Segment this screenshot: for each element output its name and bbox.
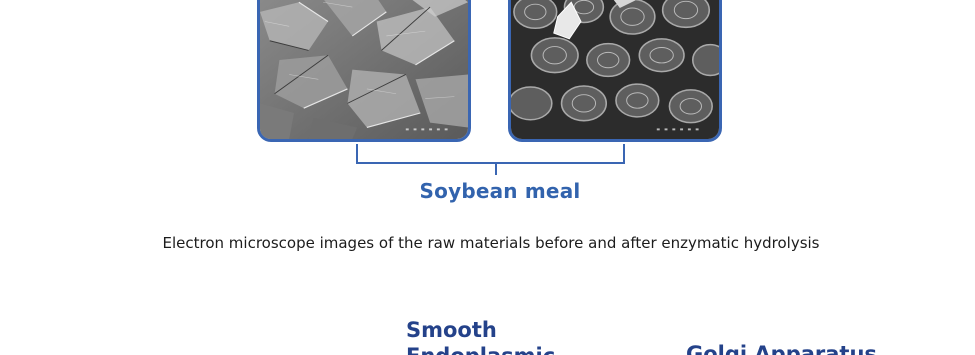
sem-image-before bbox=[257, 0, 471, 142]
micrograph-particles bbox=[511, 0, 719, 139]
golgi-label: Golgi Apparatus bbox=[686, 342, 877, 355]
smooth-er-line1: Smooth bbox=[406, 318, 497, 342]
micrograph-flakes bbox=[260, 0, 468, 139]
group-label: Soybean meal bbox=[419, 179, 581, 203]
sem-image-after bbox=[508, 0, 722, 142]
smooth-er-line2: Endoplasmic bbox=[406, 343, 555, 355]
smooth-er-label: Smooth Endoplasmic bbox=[406, 317, 555, 355]
figure-caption: Electron microscope images of the raw ma… bbox=[162, 234, 820, 252]
